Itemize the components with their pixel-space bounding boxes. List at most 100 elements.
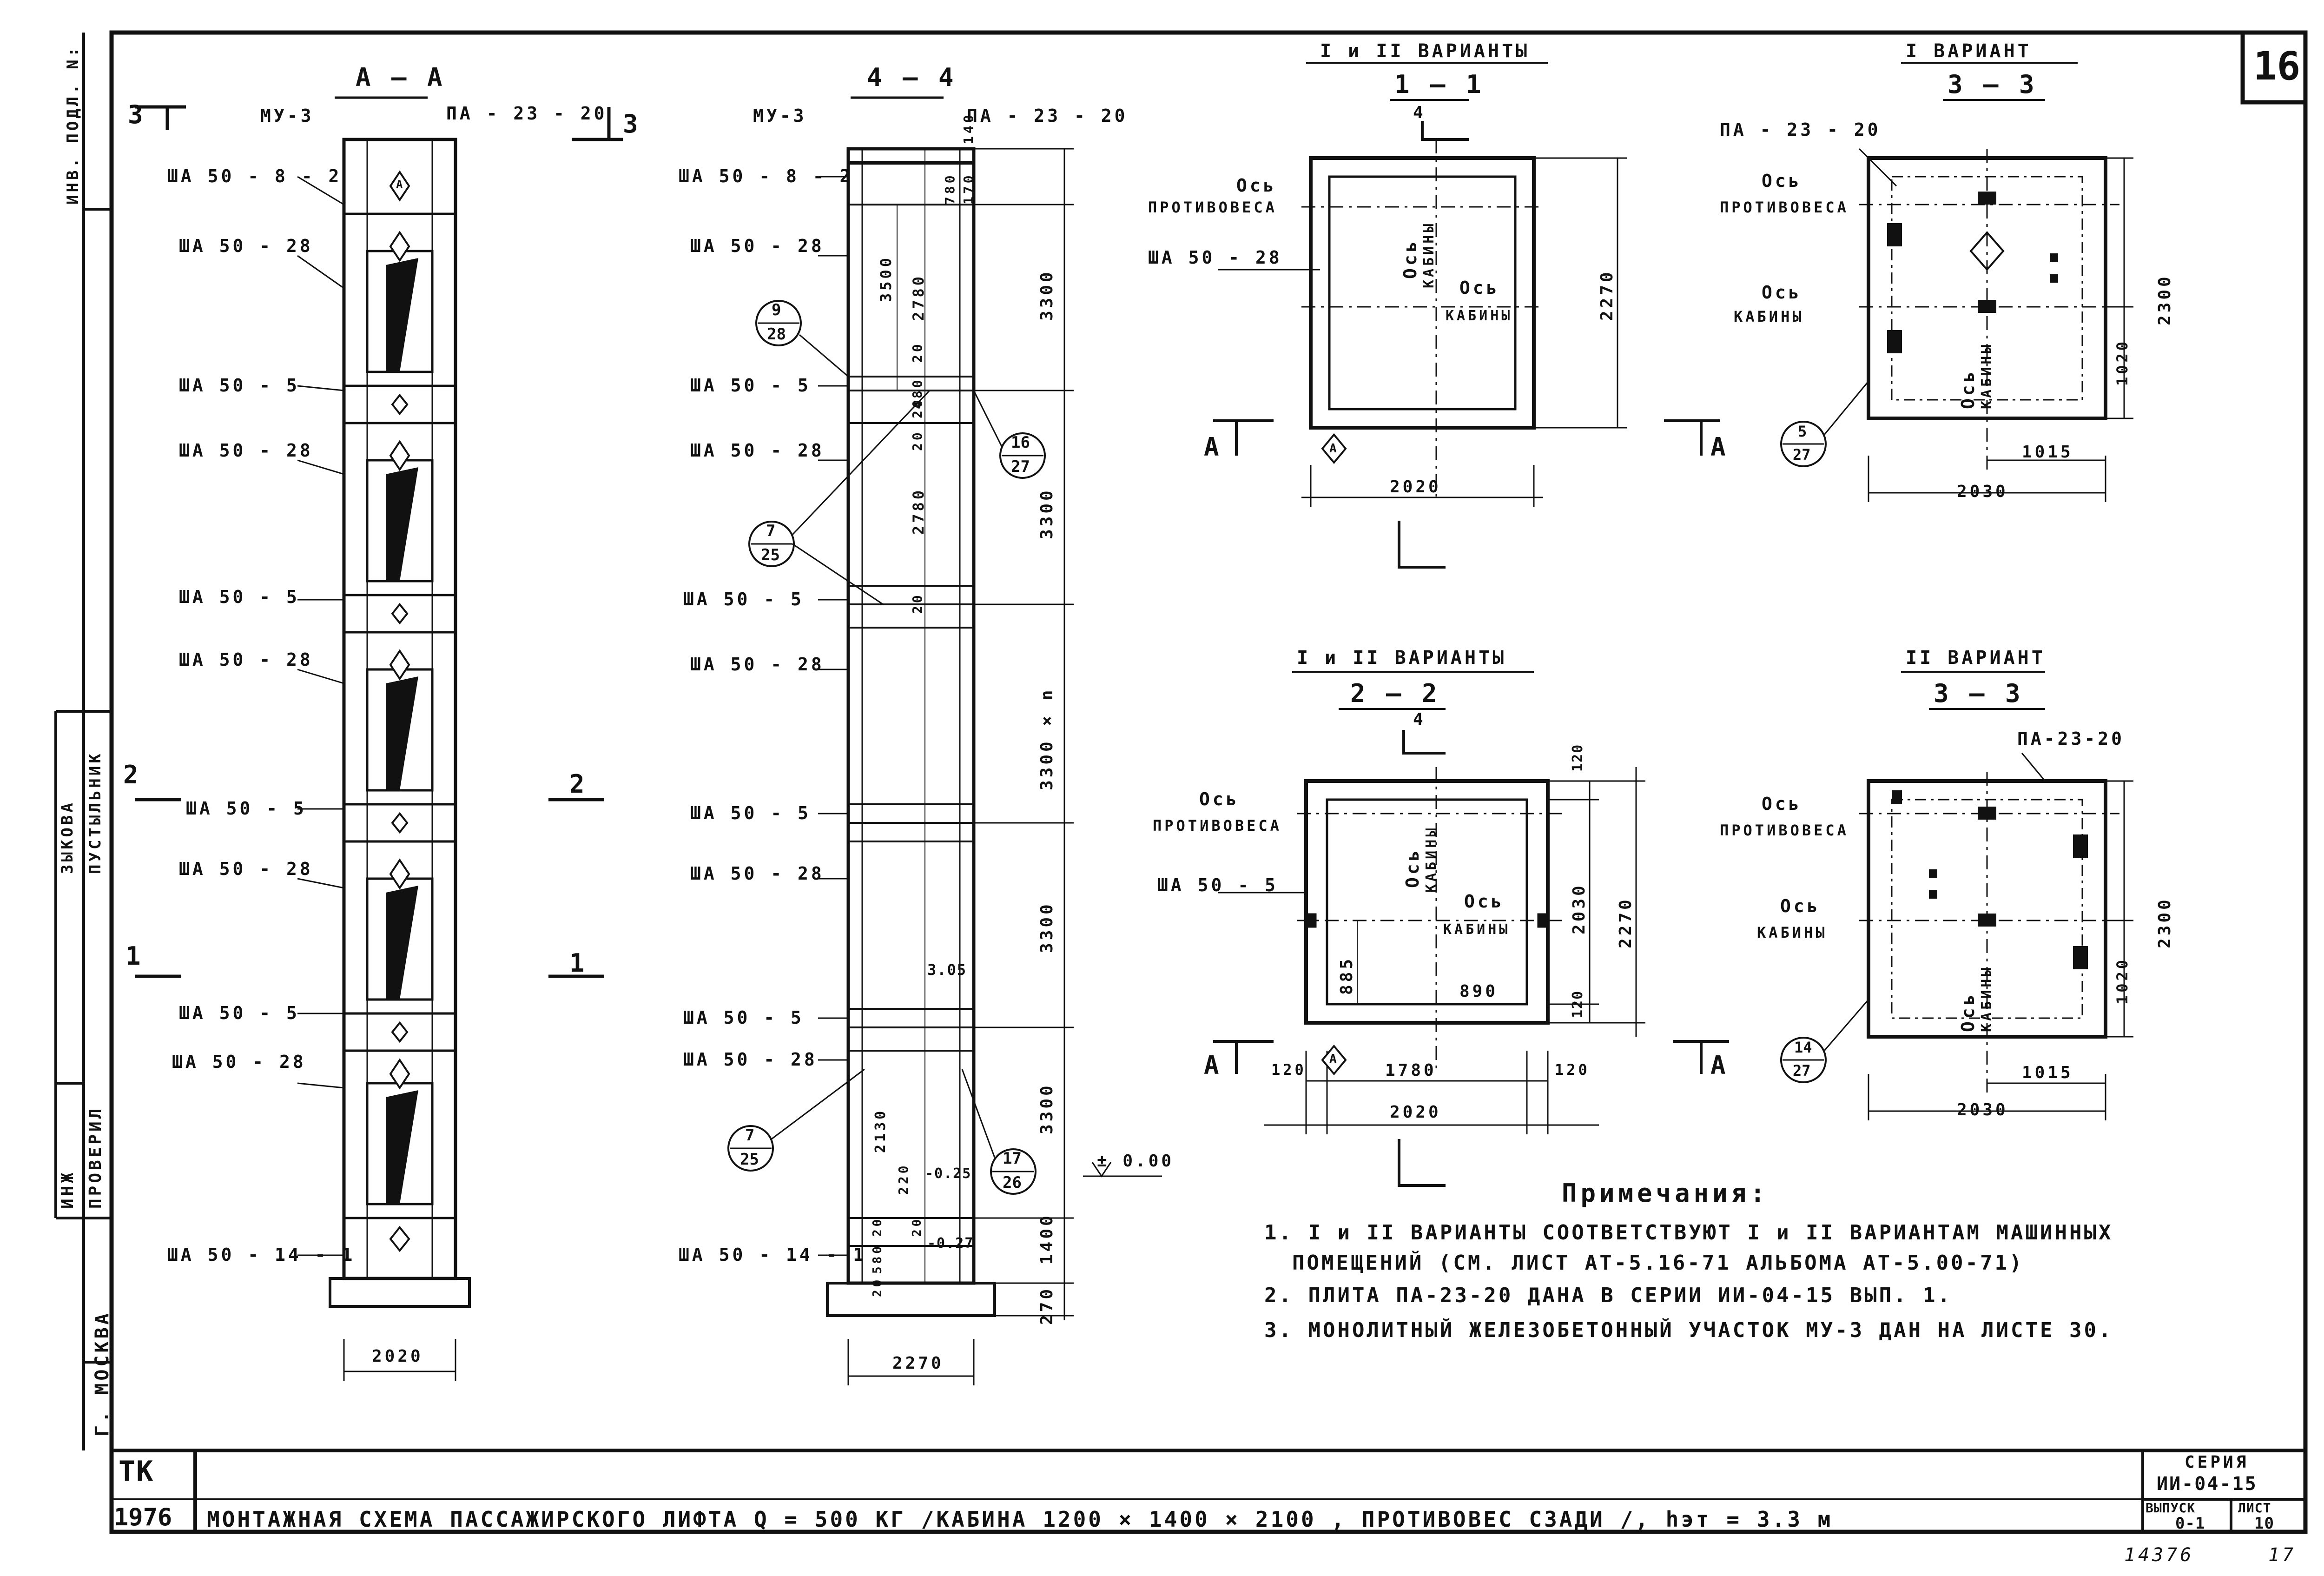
series-label: СЕРИЯ	[2185, 1453, 2249, 1472]
plan22-variant: I и II ВАРИАНТЫ	[1297, 647, 1507, 669]
aa-panel-label: ША 50 - 28	[179, 859, 313, 879]
plan11-panel: ША 50 - 28	[1148, 247, 1282, 268]
dim-outer: 3300	[1037, 1083, 1056, 1134]
role-checked-label: ПРОВЕРИЛ	[86, 1106, 105, 1209]
aa-cut1-right: 1	[569, 948, 588, 978]
plan11-axis-cw2: ПРОТИВОВЕСА	[1148, 199, 1277, 216]
plan33v1-axis-cab-v: Ось	[1958, 369, 1978, 409]
aa-panel-label: ША 50 - 5	[179, 1003, 300, 1023]
plan33v2-axis-cw: Ось	[1762, 794, 1802, 814]
plan22-panel: ША 50 - 5	[1157, 875, 1278, 895]
plan22-dim-side-r: 120	[1555, 1061, 1590, 1079]
plan33v1-axis-cab-v2: КАБИНЫ	[1979, 342, 1995, 409]
44-panel-label: ША 50 - 8 - 2	[679, 166, 853, 186]
plan33v2-dim-half: 1015	[2022, 1063, 2073, 1082]
aa-marker: А	[396, 178, 403, 191]
dim-outer: 3300	[1037, 488, 1056, 539]
dim-inner: 220	[896, 1163, 911, 1195]
44-panel-label: ША 50 - 14 - 1	[679, 1245, 867, 1265]
plan33v1-dim-half: 1015	[2022, 443, 2073, 462]
callout-bottom: 25	[740, 1150, 759, 1169]
plan33v1-variant: I ВАРИАНТ	[1906, 40, 2032, 62]
dim-inner: 2780	[910, 273, 927, 321]
44-panel-label: ША 50 - 28	[690, 236, 825, 256]
aa-cut2-left: 2	[123, 760, 141, 789]
plan11-axis-cw: Ось	[1236, 175, 1277, 196]
plan33v1-axis-cw2: ПРОТИВОВЕСА	[1720, 199, 1849, 216]
plan33v2-axis-cab-v2: КАБИНЫ	[1979, 965, 1995, 1032]
plan33v2-axis-cw2: ПРОТИВОВЕСА	[1720, 821, 1849, 839]
plan22-dim-h-in: 2030	[1570, 883, 1589, 934]
dim-outer: 3300	[1037, 901, 1056, 953]
dim-inner: 3500	[877, 255, 895, 302]
44-panel-label: ША 50 - 28	[690, 863, 825, 884]
aa-cut2-right: 2	[569, 769, 588, 799]
plan33v2-variant: II ВАРИАНТ	[1906, 647, 2046, 669]
aa-panel-label: ША 50 - 28	[179, 440, 313, 461]
aa-panel-label: ША 50 - 5	[179, 375, 300, 396]
sheet-number: 16	[2253, 43, 2301, 89]
aa-cut1-left: 1	[125, 941, 144, 971]
plan11-marker: А	[1329, 442, 1337, 456]
plan33v1-axis-cab: Ось	[1762, 282, 1802, 303]
plan11-a-right: А	[1710, 432, 1729, 462]
plan22-dim-890: 890	[1459, 982, 1499, 1001]
dim-inner: 20	[910, 592, 925, 614]
section-aa-drawing	[135, 96, 623, 1381]
dim-inner: 20	[910, 1216, 924, 1237]
plan22-dim-side-l: 120	[1271, 1061, 1307, 1079]
44-width-dim: 2270	[892, 1354, 944, 1373]
title-org: ТК	[119, 1455, 154, 1488]
name-pustylnik: ПУСТЫЛЬНИК	[86, 751, 105, 874]
callout-top: 7	[745, 1126, 755, 1145]
note-line: ПОМЕЩЕНИЙ (СМ. ЛИСТ АТ-5.16-71 АЛЬБОМА А…	[1292, 1251, 2024, 1275]
aa-panel-label: ША 50 - 8 - 2	[167, 166, 342, 186]
sheet-label: ЛИСТ	[2238, 1500, 2271, 1516]
plan-33-v2-drawing	[1780, 671, 2133, 1120]
plan22-marker: А	[1329, 1052, 1337, 1066]
archive-number: 14376	[2124, 1544, 2194, 1566]
plan33v2-dim-h: 2300	[2155, 897, 2174, 948]
plan11-axis-cab2: КАБИНЫ	[1446, 308, 1513, 324]
plan11-cut-mark: 4	[1413, 103, 1426, 122]
plan33v1-axis-cw: Ось	[1762, 171, 1802, 191]
marker-diamonds	[389, 170, 1347, 1252]
aa-panel-label: ША 50 - 5	[179, 587, 300, 607]
issue-label: ВЫПУСК	[2146, 1500, 2196, 1516]
aa-panel-label: ША 50 - 28	[179, 236, 313, 256]
plan33v2-callout-top: 14	[1794, 1039, 1812, 1056]
plan11-axis-cab-v2: КАБИНЫ	[1421, 221, 1437, 288]
dim-inner: 140	[961, 112, 976, 144]
plan22-dim-885: 885	[1337, 956, 1356, 995]
dim-inner: 480	[910, 377, 925, 409]
role-engineer-label: ИНЖ	[58, 1170, 77, 1209]
plan33v2-axis-cab2: КАБИНЫ	[1757, 924, 1828, 941]
note-line: 2. ПЛИТА ПА-23-20 ДАНА В СЕРИИ ИИ-04-15 …	[1264, 1284, 1953, 1307]
callout-bottom: 27	[1011, 457, 1030, 476]
section-44-drawing	[727, 96, 1162, 1385]
plan22-axis-cab2: КАБИНЫ	[1443, 921, 1511, 938]
plan11-dim-w: 2020	[1390, 477, 1441, 497]
callout-bottom: 26	[1003, 1173, 1022, 1192]
44-panel-label: ША 50 - 28	[690, 440, 825, 461]
44-panel-label: ША 50 - 28	[683, 1049, 818, 1070]
plan22-a-right: А	[1710, 1051, 1729, 1080]
aa-panel-label: ША 50 - 28	[172, 1052, 306, 1072]
aa-mu-label: МУ-3	[260, 106, 314, 126]
plan33v1-title: 3 — 3	[1948, 70, 2037, 99]
archive-page: 17	[2268, 1544, 2297, 1566]
dim-inner: 2130	[872, 1108, 889, 1153]
callout-bottom: 25	[761, 546, 780, 564]
44-panel-label: ША 50 - 5	[690, 803, 811, 823]
inventory-label: ИНВ. ПОДЛ. N:	[64, 44, 82, 205]
plan22-title: 2 — 2	[1350, 679, 1440, 708]
aa-panel-label: ША 50 - 5	[186, 798, 307, 819]
callout-top: 9	[772, 301, 781, 319]
section-44-title: 4 — 4	[867, 63, 957, 92]
plan11-a-left: А	[1204, 432, 1222, 462]
plan33v1-dim-w: 2030	[1957, 482, 2008, 501]
dim-outer: 270	[1037, 1286, 1056, 1325]
aa-panel-label: ША 50 - 28	[179, 649, 313, 670]
plan33v1-axis-cab2: КАБИНЫ	[1734, 308, 1804, 325]
plan33v1-dim-h: 2300	[2155, 274, 2174, 325]
